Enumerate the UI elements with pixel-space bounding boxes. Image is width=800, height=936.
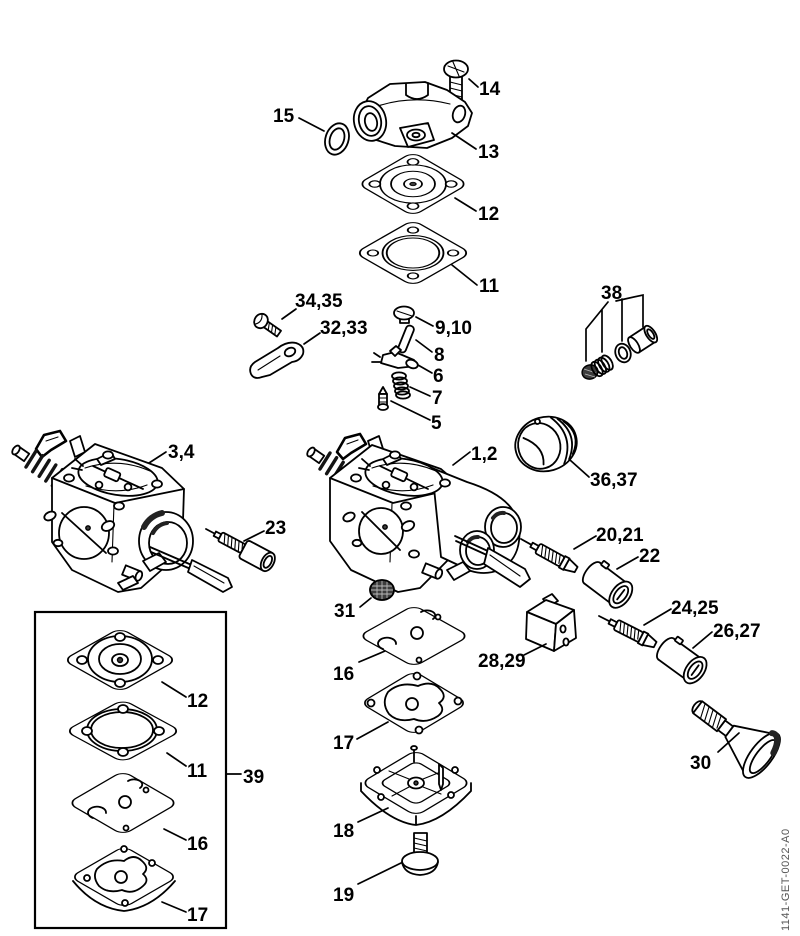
callout-26-27: 26,27	[713, 621, 761, 642]
leader-26-27	[692, 631, 713, 649]
leader-8	[415, 339, 433, 353]
callout-17: 17	[333, 733, 354, 754]
callout-28-29: 28,29	[478, 651, 526, 672]
part-carburetor-1-2	[306, 432, 531, 593]
callout-34-35: 34,35	[295, 291, 343, 312]
leader-36-37	[569, 459, 590, 478]
callout-32-33: 32,33	[320, 318, 368, 339]
leader-3-4	[148, 451, 167, 464]
part-lever-6	[371, 345, 419, 370]
part-valve-cap-36-37	[514, 415, 578, 473]
leader-20-21	[573, 535, 597, 550]
leader-11	[451, 264, 478, 286]
part-inlet-needle-5	[377, 386, 389, 411]
leader-box-17	[161, 901, 187, 913]
part-gasket-17	[359, 670, 469, 736]
callout-1-2: 1,2	[471, 444, 497, 465]
leader-24-25	[643, 608, 672, 626]
box-part-17	[69, 845, 179, 912]
part-end-cover-18	[359, 745, 473, 826]
leader-box-16	[163, 828, 187, 841]
leader-18	[357, 807, 389, 823]
part-metering-diaphragm-16	[357, 604, 471, 668]
leader-1-2	[452, 451, 471, 466]
repair-kit-box-39	[33, 610, 228, 930]
box-part-16	[66, 770, 180, 836]
part-pump-gasket-11	[354, 218, 472, 288]
leader-box-12	[161, 681, 187, 698]
leader-15	[298, 117, 325, 132]
leader-5	[390, 400, 431, 421]
callout-31: 31	[334, 601, 356, 622]
callout-24-25: 24,25	[671, 598, 719, 619]
leader-32-33	[303, 332, 321, 345]
callout-box-16: 16	[187, 834, 208, 855]
leader-19	[357, 862, 402, 885]
callout-7: 7	[432, 388, 443, 409]
part-plug-30	[691, 700, 781, 779]
part-carburetor-3-4	[11, 429, 233, 593]
callout-3-4: 3,4	[168, 442, 195, 463]
kit-38-spring	[590, 354, 614, 378]
part-screen-31	[369, 579, 395, 601]
leader-16	[358, 650, 386, 663]
part-lever-32-33	[249, 341, 305, 379]
callout-9-10: 9,10	[435, 318, 472, 339]
leader-9-10	[415, 316, 434, 327]
callout-23: 23	[265, 518, 286, 539]
callout-14: 14	[479, 79, 501, 100]
part-screw-19	[401, 832, 439, 876]
callout-8: 8	[434, 345, 445, 366]
leader-30	[717, 732, 740, 753]
callout-19: 19	[333, 885, 354, 906]
leader-lines	[148, 78, 740, 913]
part-screw-34-35	[253, 312, 282, 338]
callout-12: 12	[478, 204, 499, 225]
leader-box-11	[166, 752, 187, 767]
leader-31	[359, 597, 372, 608]
callout-box-11: 11	[187, 761, 208, 782]
leader-23	[243, 530, 265, 542]
leader-28-29	[523, 643, 547, 656]
leader-6	[417, 364, 433, 374]
callout-15: 15	[273, 106, 295, 127]
leader-22	[616, 556, 639, 570]
callout-labels: 14 15 13 12 11 34,35 32,33 9,10 8 6 7 5 …	[168, 79, 761, 926]
callout-6: 6	[433, 366, 444, 387]
leader-17	[356, 721, 389, 740]
callout-39: 39	[243, 767, 264, 788]
callout-20-21: 20,21	[596, 525, 644, 546]
callout-5: 5	[431, 413, 442, 434]
callout-box-17: 17	[187, 905, 208, 926]
box-part-12	[62, 627, 178, 693]
callout-30: 30	[690, 753, 711, 774]
callout-36-37: 36,37	[590, 470, 638, 491]
leader-12	[454, 197, 477, 212]
callout-11: 11	[479, 276, 500, 297]
part-bracket-28-29	[525, 593, 577, 652]
part-pin-8	[397, 324, 415, 354]
leader-14	[468, 78, 479, 88]
leader-7	[409, 386, 431, 397]
part-o-ring-15	[324, 122, 350, 156]
callout-13: 13	[478, 142, 499, 163]
callout-22: 22	[639, 546, 660, 567]
leader-34-35	[281, 308, 297, 320]
part-pump-cover-13	[352, 81, 473, 149]
callout-18: 18	[333, 821, 354, 842]
part-pump-diaphragm-12	[356, 151, 470, 217]
part-adjusting-screw-23	[205, 528, 276, 573]
part-screw-9-10	[393, 305, 415, 324]
document-code: 1141-GET-0022-A0	[780, 828, 792, 931]
kit-38-sleeve	[627, 324, 659, 354]
part-kit-38	[581, 293, 659, 380]
part-spring-7	[391, 371, 411, 400]
leader-13	[451, 132, 477, 150]
callout-16: 16	[333, 664, 354, 685]
box-part-11	[64, 698, 182, 764]
callout-38: 38	[601, 283, 622, 304]
callout-box-12: 12	[187, 691, 208, 712]
